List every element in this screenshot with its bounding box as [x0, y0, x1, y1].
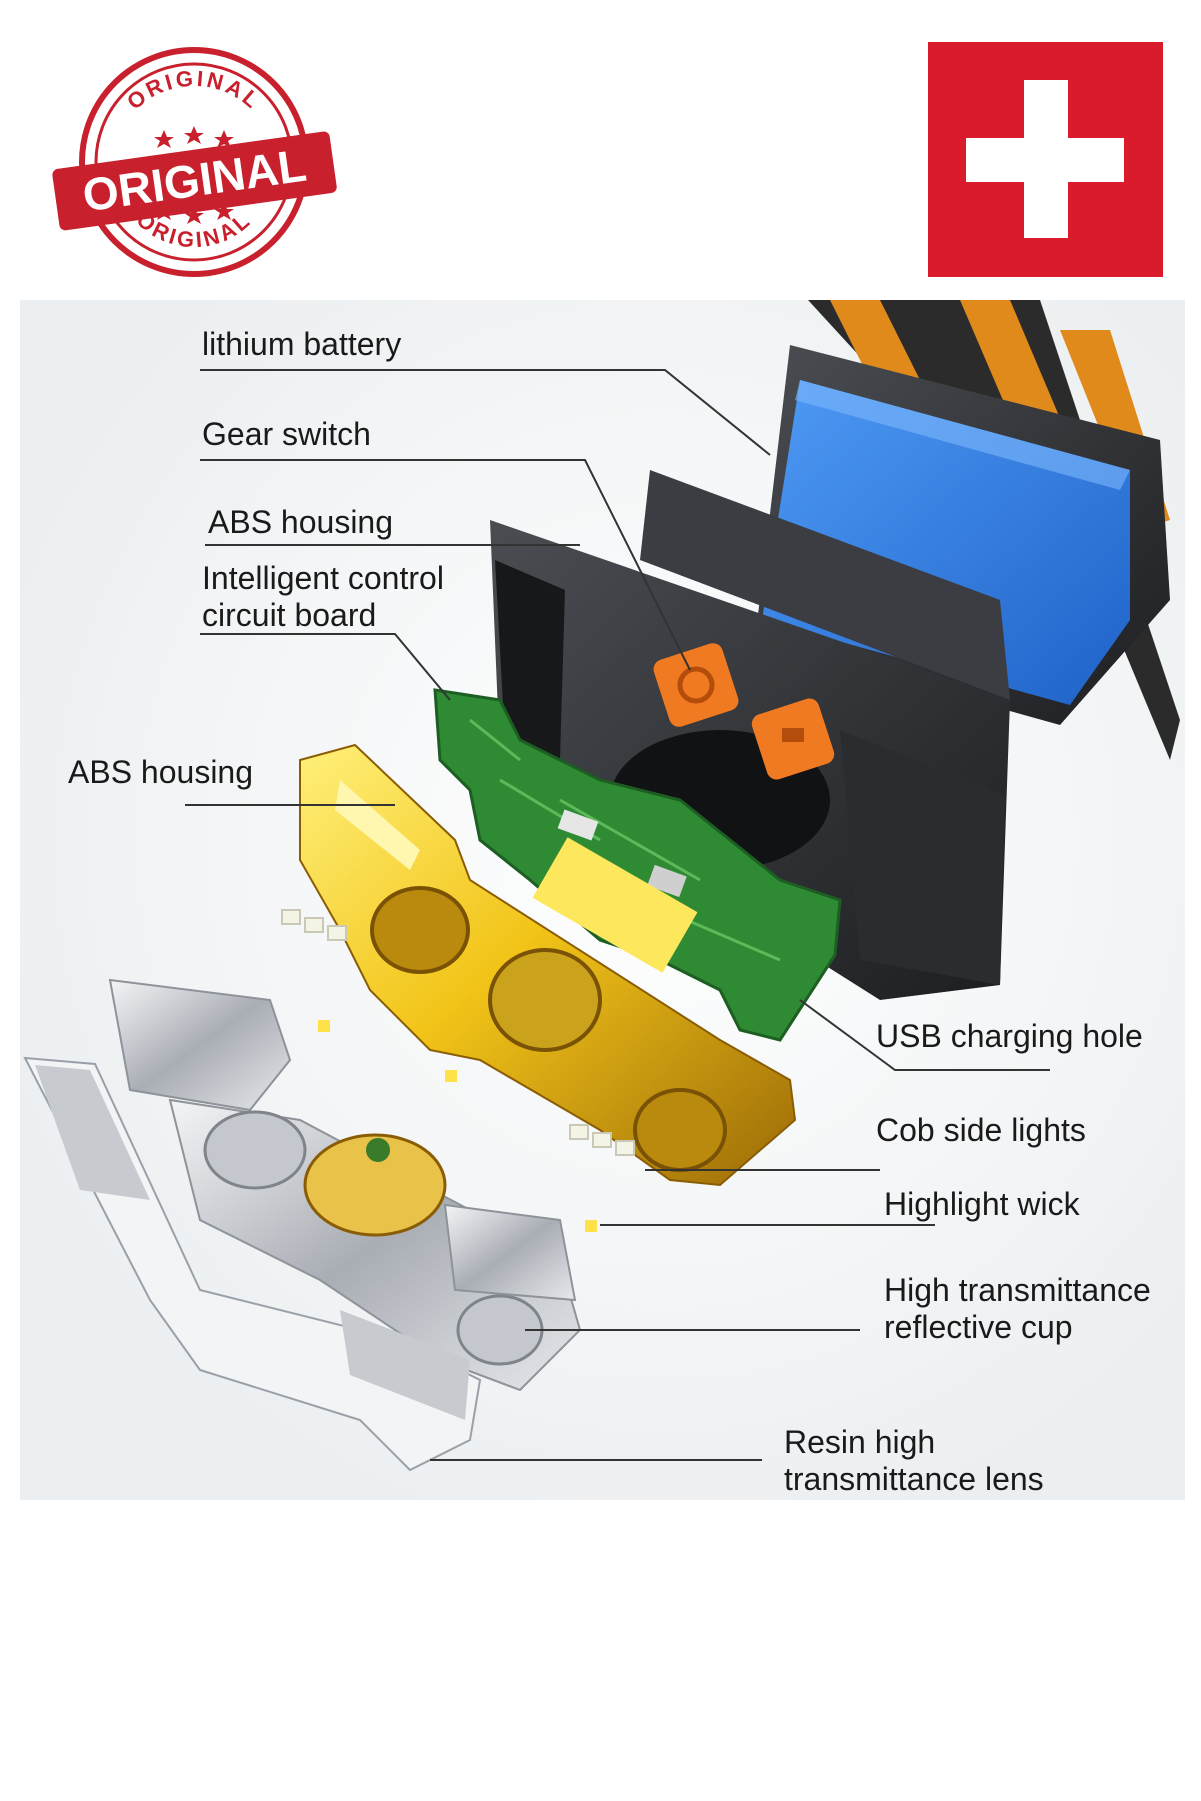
svg-text:ORIGINAL: ORIGINAL [122, 66, 266, 115]
gold-abs-frame [299, 743, 797, 1187]
cob-chips [281, 909, 635, 1156]
label-abs-housing-frame: ABS housing [68, 754, 254, 790]
label-abs-housing-top: ABS housing [208, 504, 394, 540]
label-high-transmittance-reflective-cup: High transmittance reflective cup [884, 1272, 1151, 1345]
control-buttons [653, 643, 835, 780]
highlight-wick-dots [318, 1020, 597, 1232]
label-highlight-wick: Highlight wick [884, 1186, 1080, 1222]
swiss-flag-icon [928, 42, 1163, 277]
label-cob-side-lights: Cob side lights [876, 1112, 1086, 1148]
resin-lens [23, 1056, 482, 1472]
label-resin-high-transmittance-lens: Resin high transmittance lens [784, 1424, 1044, 1497]
label-lithium-battery: lithium battery [202, 326, 402, 362]
reflective-cups [108, 978, 582, 1392]
abs-rear-housing [490, 470, 1010, 1000]
leader-lines [185, 369, 1050, 1461]
flag-cross-horizontal [966, 138, 1124, 182]
label-usb-charging-hole: USB charging hole [876, 1018, 1143, 1054]
original-stamp-logo: ORIGINAL ORIGINAL ORIGINAL [52, 47, 337, 277]
label-intelligent-control-circuit-board: Intelligent control circuit board [202, 560, 444, 633]
label-gear-switch: Gear switch [202, 416, 371, 452]
circuit-board [433, 688, 842, 1042]
